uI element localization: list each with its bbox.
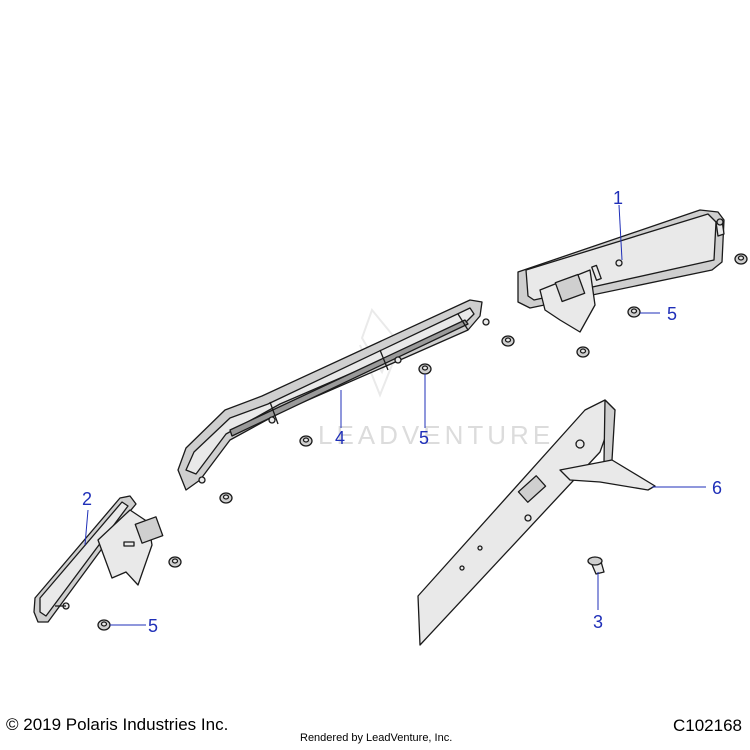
part-1-tail-light-right xyxy=(517,209,725,333)
callout-5-bottom: 5 xyxy=(148,616,158,636)
callout-3: 3 xyxy=(593,612,603,632)
nut xyxy=(501,335,515,347)
nut xyxy=(576,346,590,358)
nut xyxy=(627,306,641,318)
nut xyxy=(418,363,432,375)
nut xyxy=(299,435,313,447)
callout-6: 6 xyxy=(712,478,722,498)
watermark-text: LEADVENTURE xyxy=(318,420,554,450)
callout-5-top: 5 xyxy=(667,304,677,324)
callout-1: 1 xyxy=(613,188,623,208)
nut xyxy=(168,556,182,568)
rendered-by-text: Rendered by LeadVenture, Inc. xyxy=(300,732,453,744)
callout-2: 2 xyxy=(82,489,92,509)
diagram-id: C102168 xyxy=(672,716,742,735)
nut xyxy=(734,253,748,265)
copyright-text: © 2019 Polaris Industries Inc. xyxy=(6,715,229,734)
leader-1 xyxy=(618,204,623,261)
nut xyxy=(97,619,111,631)
part-6-license-bracket xyxy=(417,399,656,646)
part-4-light-bar xyxy=(177,299,490,491)
callout-4: 4 xyxy=(335,428,345,448)
callout-5-middle: 5 xyxy=(419,428,429,448)
part-3-screw xyxy=(587,556,605,575)
leader-2 xyxy=(84,509,89,546)
part-2-tail-light-left xyxy=(33,495,164,623)
nut xyxy=(219,492,233,504)
